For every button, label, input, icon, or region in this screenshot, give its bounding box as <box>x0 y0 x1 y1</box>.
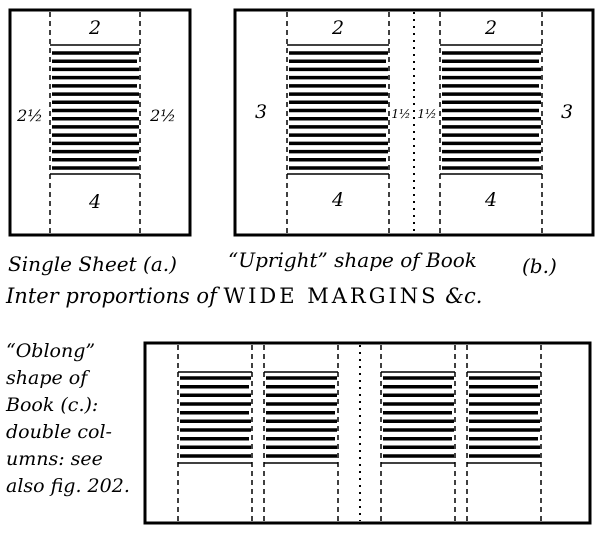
diagram-a-text-block <box>52 51 139 170</box>
oblong-note-line: double col- <box>6 421 112 443</box>
caption-upright-letter: (b.) <box>522 254 557 278</box>
diagram-c-text-blocks <box>180 376 540 458</box>
diagram-b-text-blocks <box>289 51 541 170</box>
oblong-note: “Oblong” shape of Book (c.): double col-… <box>6 338 130 500</box>
diagram-b-left-top-margin: 2 <box>331 17 344 39</box>
diagram-b-outer-left-margin: 3 <box>255 101 267 123</box>
oblong-note-line: umns: see <box>6 448 103 470</box>
caption-wide-margins: WIDE MARGINS <box>223 284 439 308</box>
caption-upright: “Upright” shape of Book <box>228 248 477 272</box>
oblong-note-line: also fig. 202. <box>6 475 130 497</box>
caption-line-2-prefix: Inter proportions of <box>6 284 217 308</box>
caption-single-sheet: Single Sheet (a.) <box>8 252 177 276</box>
diagram-b-right-bottom-margin: 4 <box>484 189 497 211</box>
diagram-a-left-margin: 2½ <box>16 106 43 125</box>
diagram-a-bottom-margin: 4 <box>88 191 101 213</box>
diagram-b-gutter-left-margin: 1½ <box>391 107 410 121</box>
oblong-note-line: “Oblong” <box>6 340 96 362</box>
caption-line-2-suffix: &c. <box>445 284 483 308</box>
oblong-note-line: shape of <box>6 367 88 389</box>
diagram-a-frame <box>8 8 192 237</box>
diagram-b-left-bottom-margin: 4 <box>331 189 344 211</box>
diagram-b-outer-right-margin: 3 <box>561 101 573 123</box>
diagram-b-gutter-right-margin: 1½ <box>417 107 436 121</box>
diagram-a-top-margin: 2 <box>88 17 101 39</box>
caption-line-2: Inter proportions of WIDE MARGINS &c. <box>6 286 482 307</box>
diagram-c-frame <box>143 341 592 525</box>
oblong-note-line: Book (c.): <box>6 394 99 416</box>
diagram-b-frame <box>233 8 595 237</box>
diagram-a-right-margin: 2½ <box>149 106 176 125</box>
diagram-b-right-top-margin: 2 <box>484 17 497 39</box>
